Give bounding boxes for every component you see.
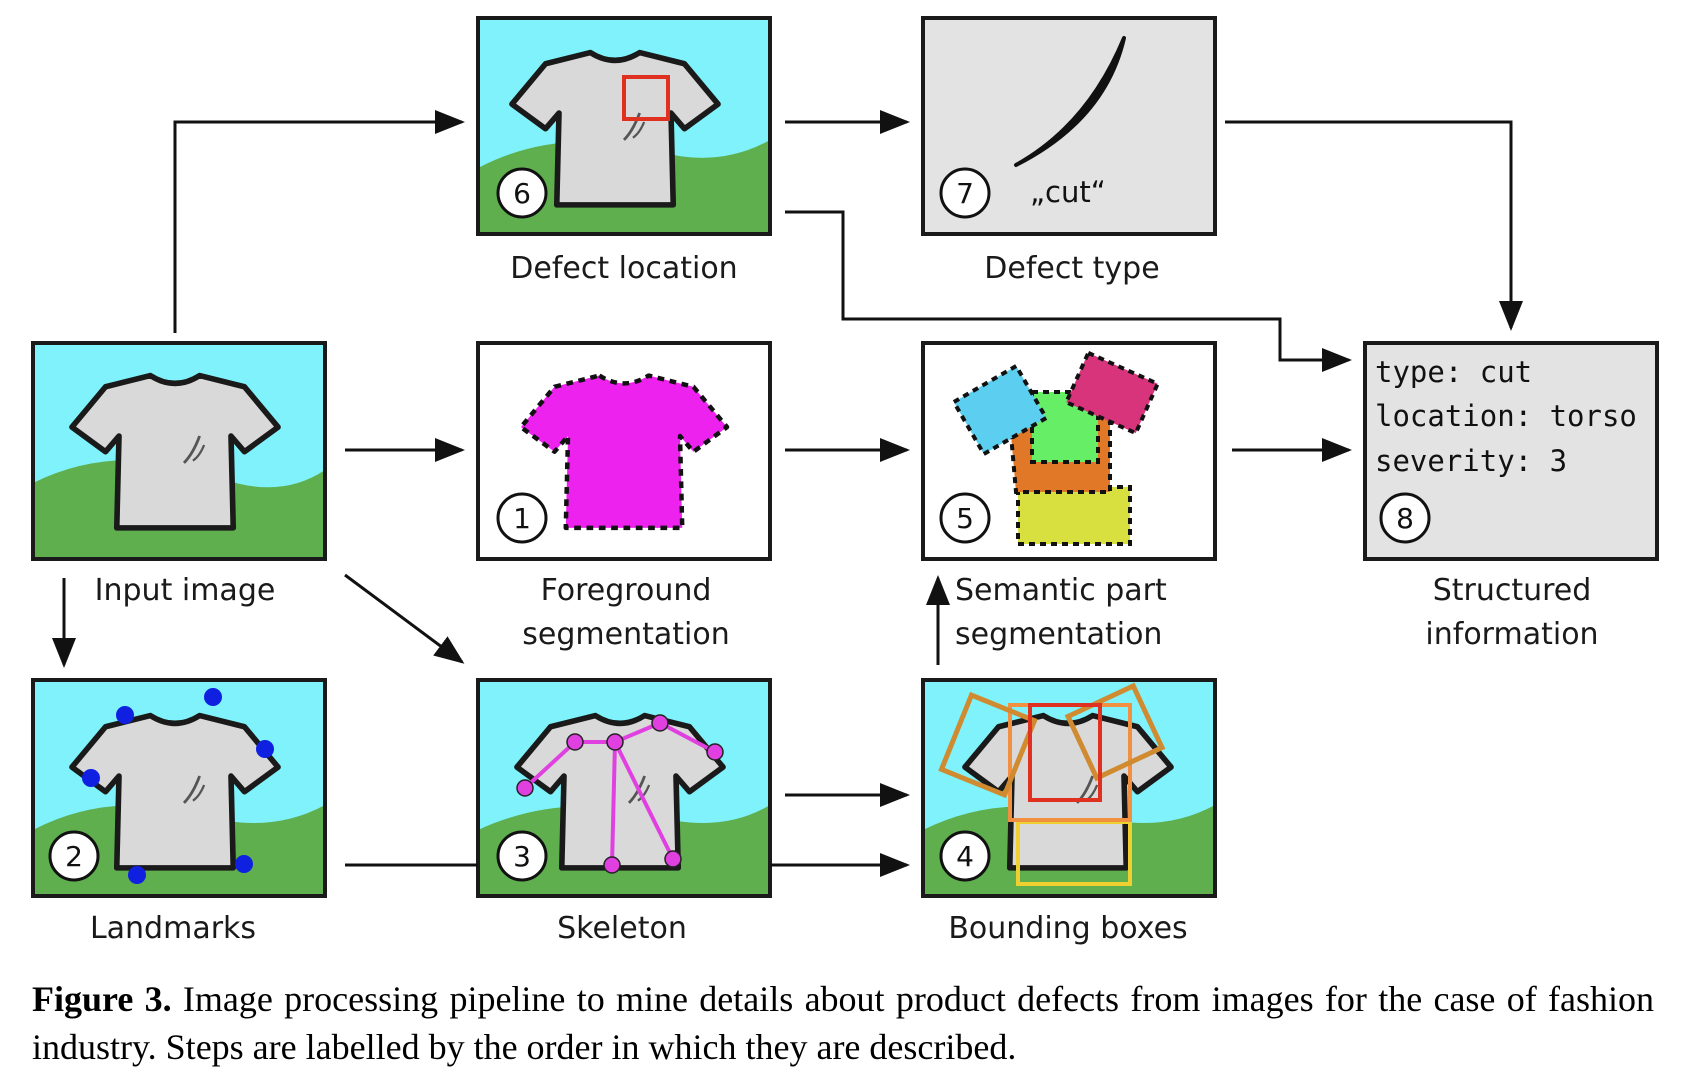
caption-prefix: Figure 3. xyxy=(32,979,172,1019)
step-6-badge xyxy=(496,167,548,219)
arrow-type-to-info xyxy=(1225,120,1523,331)
foreground-label-line2: segmentation xyxy=(522,617,729,652)
pipeline-diagram: Input image 6 Defect location 7 „cut“ De… xyxy=(31,16,1659,946)
step-7-number: 7 xyxy=(956,177,974,210)
landmarks-label: Landmarks xyxy=(90,911,256,946)
step-1-badge xyxy=(496,492,548,544)
foreground-label-line1: Foreground xyxy=(541,573,712,608)
structured-information-panel: type: cut location: torso severity: 3 8 … xyxy=(1363,341,1659,652)
right-sleeve-bounding-box xyxy=(1064,682,1166,782)
defect-type-text: „cut“ xyxy=(1030,175,1106,209)
flow-arrows xyxy=(52,110,1523,877)
semantic-label-line1: Semantic part xyxy=(955,573,1167,608)
step-2-number: 2 xyxy=(65,840,83,873)
left-sleeve-bounding-box xyxy=(938,691,1038,799)
arrow-location-to-info xyxy=(785,210,1352,372)
caption-text: Image processing pipeline to mine detail… xyxy=(32,979,1654,1067)
step-5-badge xyxy=(939,492,991,544)
semantic-part-segmentation-panel: 5 Semantic part segmentation xyxy=(921,341,1217,652)
lower-body-part xyxy=(1016,485,1132,546)
info-severity-field: severity: 3 xyxy=(1375,444,1567,478)
step-3-badge xyxy=(496,830,548,882)
structured-label-line1: Structured xyxy=(1433,573,1592,608)
skeleton-label: Skeleton xyxy=(557,911,687,946)
defect-location-label: Defect location xyxy=(510,251,737,286)
foreground-segmentation-panel: 1 Foreground segmentation xyxy=(476,341,772,652)
skeleton-panel: 3 Skeleton xyxy=(476,678,772,946)
structured-label-line2: information xyxy=(1425,617,1598,652)
step-4-number: 4 xyxy=(956,840,974,873)
cut-defect-shape xyxy=(1014,36,1126,167)
step-6-number: 6 xyxy=(513,177,531,210)
figure-caption: Figure 3. Image processing pipeline to m… xyxy=(32,975,1654,1071)
step-4-badge xyxy=(939,830,991,882)
step-8-number: 8 xyxy=(1396,502,1414,535)
step-3-number: 3 xyxy=(513,840,531,873)
skeleton-joints xyxy=(516,714,724,874)
input-image-panel: Input image xyxy=(31,341,327,608)
step-5-number: 5 xyxy=(956,502,974,535)
step-1-number: 1 xyxy=(513,502,531,535)
bounding-boxes-label: Bounding boxes xyxy=(948,911,1187,946)
defect-type-label: Defect type xyxy=(984,251,1159,286)
arrow-input-to-defect-location xyxy=(173,110,465,333)
landmark-points xyxy=(82,688,274,884)
left-sleeve-part xyxy=(951,363,1049,457)
chest-bounding-box xyxy=(1028,703,1102,802)
right-sleeve-part xyxy=(1063,350,1161,436)
info-location-field: location: torso xyxy=(1375,399,1637,433)
bounding-boxes-panel: 4 Bounding boxes xyxy=(921,678,1217,946)
info-type-field: type: cut xyxy=(1375,355,1532,389)
landmarks-panel: 2 Landmarks xyxy=(31,678,327,946)
defect-highlight-box xyxy=(622,75,670,121)
step-2-badge xyxy=(48,830,100,882)
step-8-badge xyxy=(1379,492,1431,544)
defect-location-panel: 6 Defect location xyxy=(476,16,772,286)
defect-type-panel: 7 „cut“ Defect type xyxy=(921,16,1217,286)
foreground-mask-shape xyxy=(518,373,730,531)
step-7-badge xyxy=(939,167,991,219)
input-image-label: Input image xyxy=(95,573,276,608)
arrow-input-to-skeleton xyxy=(344,573,465,664)
semantic-label-line2: segmentation xyxy=(955,617,1162,652)
